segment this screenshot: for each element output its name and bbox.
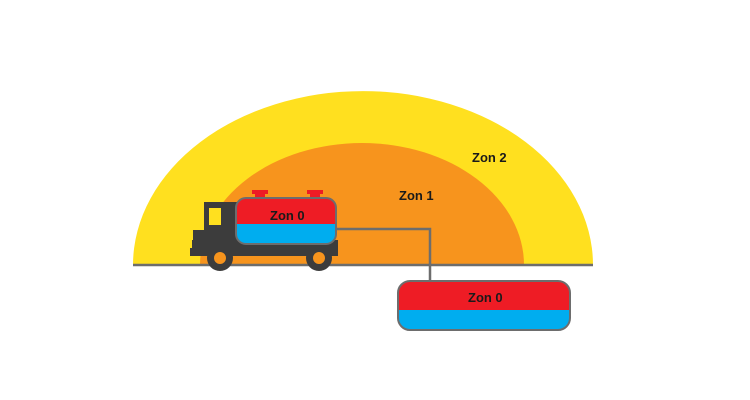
zone-2-label: Zon 2 bbox=[472, 150, 507, 165]
truck-tank-zone-label: Zon 0 bbox=[270, 208, 305, 223]
transfer-pipe bbox=[336, 227, 432, 281]
tanker-truck-icon bbox=[190, 190, 338, 271]
storage-tank-zone-label: Zon 0 bbox=[468, 290, 503, 305]
zone-1-label: Zon 1 bbox=[399, 188, 434, 203]
wheel-rear-icon bbox=[306, 245, 332, 271]
wheel-front-icon bbox=[207, 245, 233, 271]
storage-tank-icon bbox=[397, 280, 571, 331]
